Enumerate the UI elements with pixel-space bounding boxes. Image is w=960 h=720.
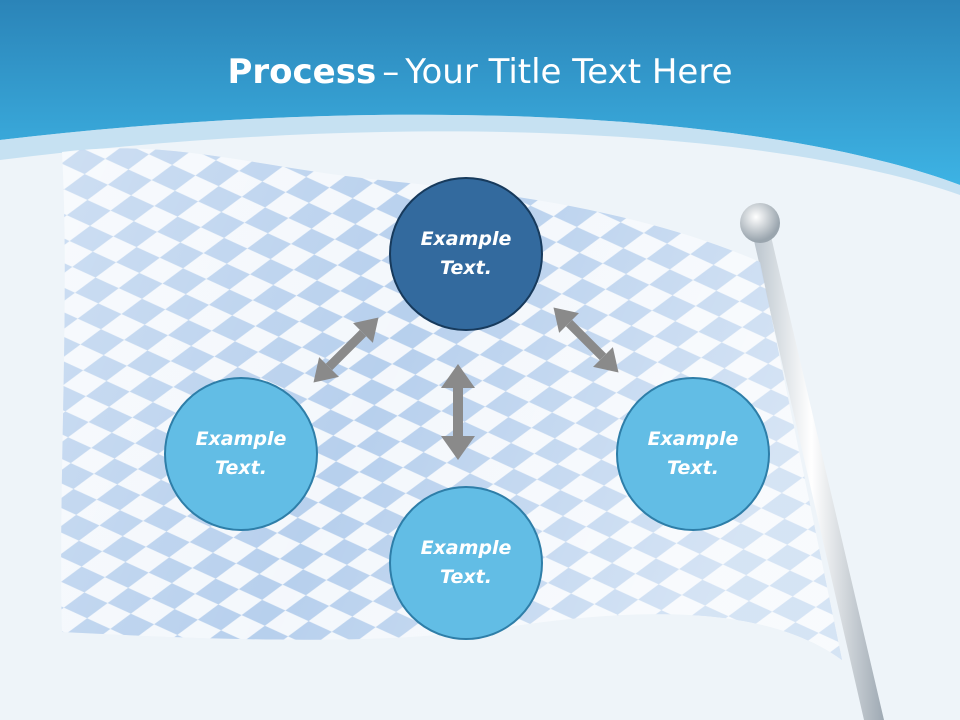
title-bold: Process (227, 52, 377, 92)
slide-title: Process–Your Title Text Here (0, 52, 960, 92)
node-left: Example Text. (164, 377, 318, 531)
node-top: Example Text. (389, 177, 543, 331)
node-top-line1: Example (420, 228, 512, 250)
node-bottom-line2: Text. (440, 566, 492, 588)
node-left-line2: Text. (215, 457, 267, 479)
title-separator: – (382, 52, 400, 92)
title-rest: Your Title Text Here (405, 52, 733, 92)
node-top-line2: Text. (440, 257, 492, 279)
node-bottom-line1: Example (420, 537, 512, 559)
node-bottom: Example Text. (389, 486, 543, 640)
node-left-line1: Example (195, 428, 287, 450)
arrows (313, 307, 619, 460)
arrow-left-diagonal (313, 317, 379, 383)
node-right-line1: Example (647, 428, 739, 450)
arrow-vertical (441, 364, 475, 460)
node-right-line2: Text. (667, 457, 719, 479)
arrow-right-diagonal (553, 307, 619, 373)
node-right: Example Text. (616, 377, 770, 531)
